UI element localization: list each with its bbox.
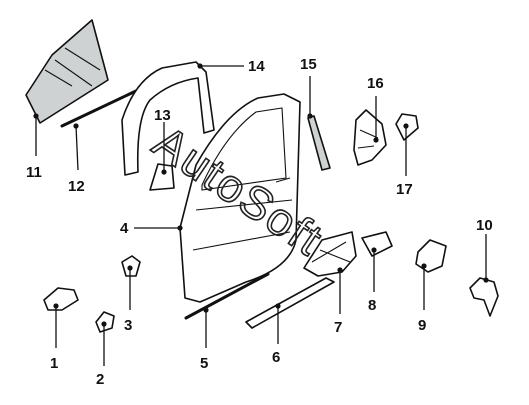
callout-number-12: 12 (68, 178, 85, 195)
callout-2: 2 (96, 321, 107, 388)
part-9-outer-handle (415, 239, 447, 273)
callout-number-5: 5 (200, 355, 208, 372)
callout-17: 17 (396, 123, 413, 198)
callout-7: 7 (334, 267, 343, 336)
callout-16: 16 (367, 75, 384, 143)
callout-8: 8 (368, 247, 377, 314)
part-12-glass-strip (60, 88, 140, 128)
part-15-pillar-trim (307, 115, 331, 171)
callout-number-7: 7 (334, 319, 342, 336)
callout-number-13: 13 (154, 107, 171, 124)
callout-number-15: 15 (300, 56, 317, 73)
part-16-door-lock (353, 109, 387, 166)
part-5-lower-strip (184, 272, 270, 320)
callout-number-11: 11 (26, 164, 42, 181)
callout-number-2: 2 (96, 371, 104, 388)
callout-number-16: 16 (367, 75, 384, 92)
part-11-door-glass (25, 19, 109, 124)
callout-number-1: 1 (50, 355, 58, 372)
part-4-front-door (179, 93, 301, 303)
callout-13: 13 (154, 107, 171, 175)
callout-1: 1 (50, 303, 59, 372)
callout-14: 14 (197, 58, 265, 75)
callout-5: 5 (200, 307, 209, 372)
callout-number-17: 17 (396, 181, 413, 198)
callout-number-6: 6 (272, 349, 280, 366)
callout-9: 9 (418, 263, 427, 334)
callout-number-4: 4 (120, 220, 129, 237)
part-13-mirror-bracket (149, 163, 175, 191)
callout-15: 15 (300, 56, 317, 119)
callout-number-3: 3 (124, 317, 132, 334)
callout-number-14: 14 (248, 58, 265, 75)
callout-3: 3 (124, 265, 133, 334)
part-14-frame-seal (121, 61, 215, 176)
part-10-lock-cylinder (469, 277, 499, 317)
callout-6: 6 (272, 303, 281, 366)
callout-12: 12 (68, 123, 85, 195)
callout-number-9: 9 (418, 317, 426, 334)
callout-number-8: 8 (368, 297, 376, 314)
callout-10: 10 (476, 217, 493, 283)
callout-11: 11 (26, 113, 42, 181)
part-1-lower-hinge (43, 287, 79, 311)
part-8-regulator-motor (361, 231, 393, 257)
callout-number-10: 10 (476, 217, 493, 234)
callout-4: 4 (120, 220, 183, 237)
part-7-window-regulator (303, 231, 357, 277)
part-6-rocker-moulding (245, 277, 335, 329)
